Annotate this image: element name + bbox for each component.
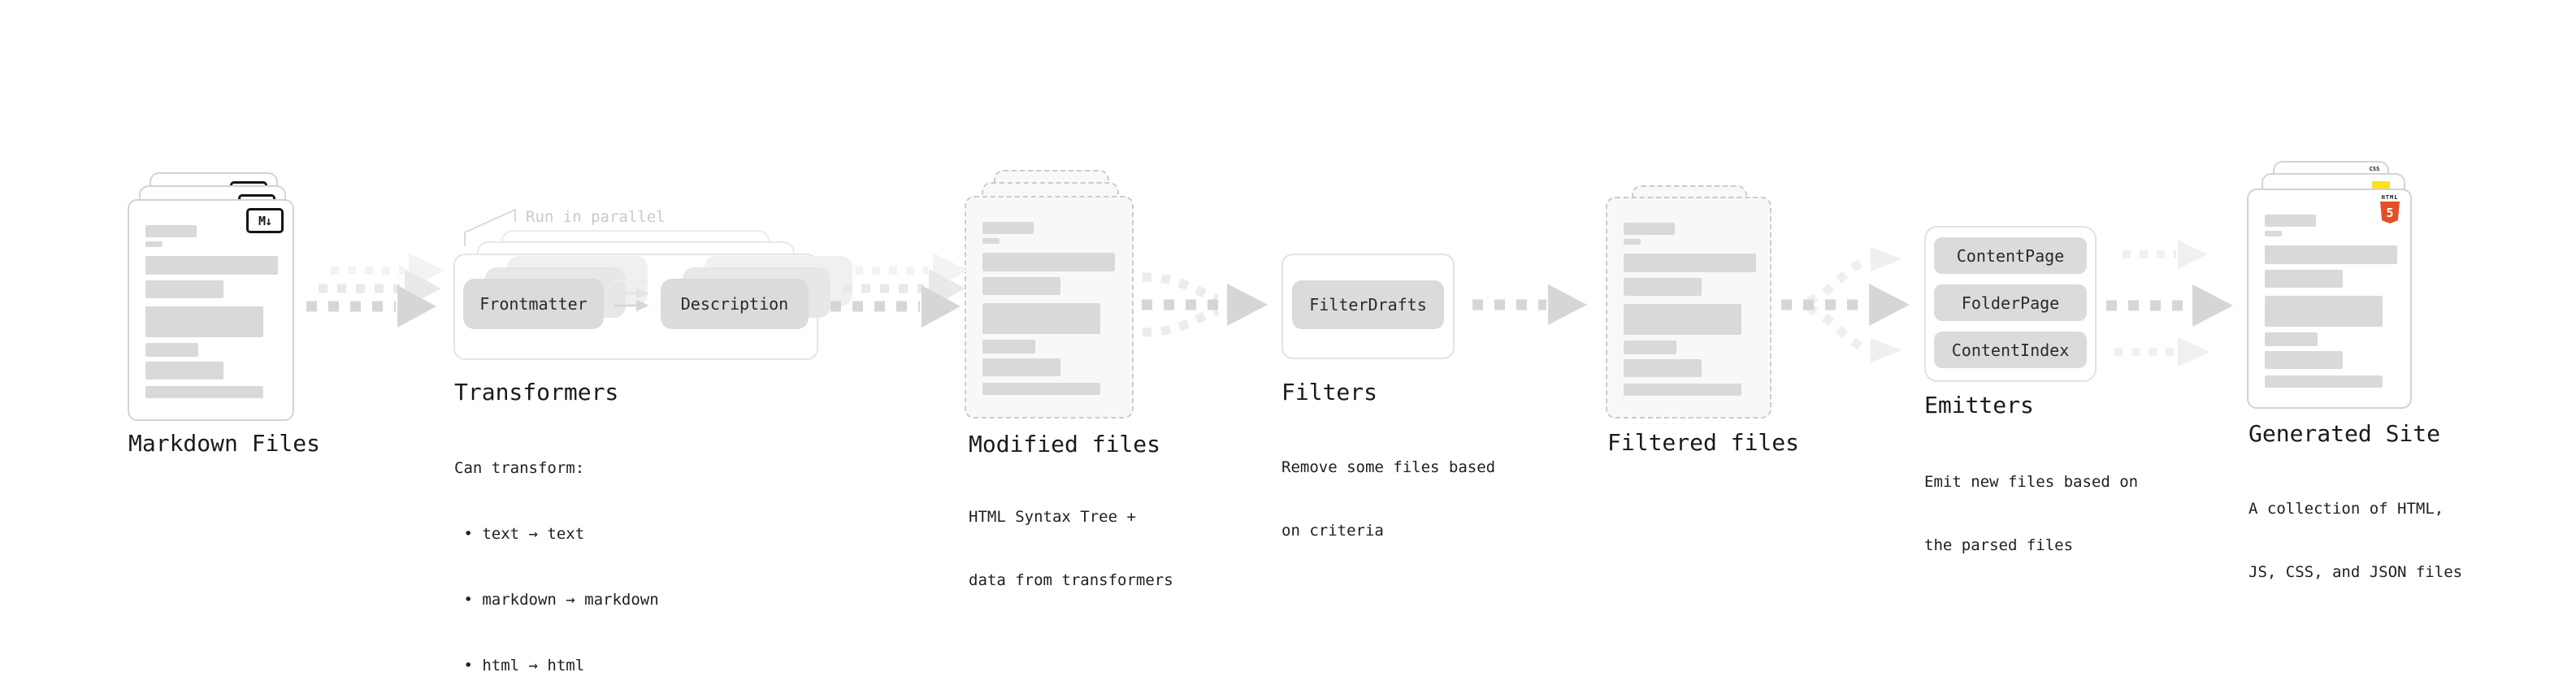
html5-icon: HTML 5 — [2378, 194, 2402, 223]
transformer-pill-frontmatter: Frontmatter — [463, 279, 604, 329]
description-line: • html → html — [454, 657, 585, 674]
stage-label-modified-files: Modified files — [969, 431, 1161, 458]
arrow-filters-to-filtered — [1472, 284, 1587, 325]
arrow-modified-to-filters-merge — [1142, 272, 1268, 337]
placeholder-bar — [2265, 375, 2383, 388]
description-line: JS, CSS, and JSON files — [2249, 563, 2463, 581]
description-line: A collection of HTML, — [2249, 500, 2444, 518]
placeholder-bar — [1624, 359, 1702, 377]
description-line: • text → text — [454, 525, 585, 543]
placeholder-bar — [1624, 254, 1756, 272]
description-line: • markdown → markdown — [454, 591, 659, 609]
placeholder-bar — [982, 383, 1100, 395]
placeholder-bar — [982, 340, 1035, 354]
description-line: HTML Syntax Tree + — [969, 508, 1136, 526]
stage-label-filters: Filters — [1281, 379, 1378, 406]
filtered-doc-sheet-front — [1606, 197, 1772, 419]
arrow-filtered-to-emitters-fork — [1781, 247, 1910, 362]
description-line: on criteria — [1281, 522, 1384, 540]
placeholder-bar — [145, 280, 223, 298]
transformers-description: Can transform: • text → text • markdown … — [454, 414, 659, 681]
emitter-pill-folderpage: FolderPage — [1934, 284, 2087, 321]
placeholder-bar — [145, 241, 163, 247]
generated-site-description: A collection of HTML, JS, CSS, and JSON … — [2249, 456, 2462, 625]
stage-label-markdown-files: Markdown Files — [128, 430, 321, 457]
placeholder-bar — [982, 303, 1100, 334]
description-line: Remove some files based — [1281, 458, 1496, 476]
modified-doc-sheet-front — [965, 196, 1134, 419]
description-line: Emit new files based on — [1924, 473, 2139, 491]
description-line: data from transformers — [969, 571, 1173, 589]
transformer-pill-description: Description — [661, 279, 809, 329]
html5-icon-five: 5 — [2386, 205, 2394, 220]
placeholder-bar — [2265, 231, 2282, 236]
placeholder-bar — [1624, 304, 1741, 335]
modified-files-description: HTML Syntax Tree + data from transformer… — [969, 464, 1173, 633]
arrow-markdown-to-transformers — [306, 253, 445, 327]
stage-label-emitters: Emitters — [1924, 392, 2034, 419]
html5-icon-word: HTML — [2381, 194, 2399, 201]
placeholder-bar — [1624, 384, 1741, 396]
emitters-description: Emit new files based on the parsed files — [1924, 429, 2138, 598]
emitter-pill-contentpage: ContentPage — [1934, 237, 2087, 274]
placeholder-bar — [145, 256, 278, 275]
placeholder-bar — [2265, 332, 2318, 346]
filter-pill-filterdrafts: FilterDrafts — [1292, 280, 1444, 329]
html5-icon-shield: 5 — [2380, 202, 2400, 223]
emitter-pill-contentindex: ContentIndex — [1934, 332, 2087, 368]
description-line: Can transform: — [454, 459, 585, 477]
placeholder-bar — [1624, 278, 1702, 296]
description-line: the parsed files — [1924, 536, 2074, 554]
placeholder-bar — [1624, 239, 1641, 245]
run-in-parallel-note: Run in parallel — [526, 208, 666, 226]
placeholder-bar — [2265, 296, 2383, 327]
filters-description: Remove some files based on criteria — [1281, 414, 1495, 583]
arrows-emitters-to-generated — [2106, 240, 2233, 367]
css-icon-word: CSS — [2369, 166, 2380, 172]
placeholder-bar — [145, 225, 197, 237]
placeholder-bar — [982, 222, 1034, 234]
placeholder-bar — [1624, 223, 1675, 235]
placeholder-bar — [982, 253, 1115, 271]
placeholder-bar — [1624, 340, 1676, 354]
placeholder-bar — [982, 238, 1000, 244]
generated-doc-sheet-html: HTML 5 — [2247, 189, 2412, 409]
stage-label-generated-site: Generated Site — [2249, 420, 2441, 447]
placeholder-bar — [145, 386, 263, 398]
stage-label-filtered-files: Filtered files — [1607, 429, 1800, 456]
placeholder-bar — [982, 358, 1060, 376]
placeholder-bar — [2265, 351, 2343, 369]
markdown-doc-sheet-front: M↓ — [128, 199, 294, 421]
placeholder-bar — [2265, 245, 2397, 264]
placeholder-bar — [982, 277, 1060, 295]
placeholder-bar — [145, 343, 198, 357]
placeholder-bar — [2265, 270, 2343, 288]
placeholder-bar — [2265, 215, 2316, 227]
stage-label-transformers: Transformers — [454, 379, 619, 406]
markdown-icon: M↓ — [246, 208, 284, 233]
placeholder-bar — [145, 306, 263, 337]
placeholder-bar — [145, 362, 223, 380]
